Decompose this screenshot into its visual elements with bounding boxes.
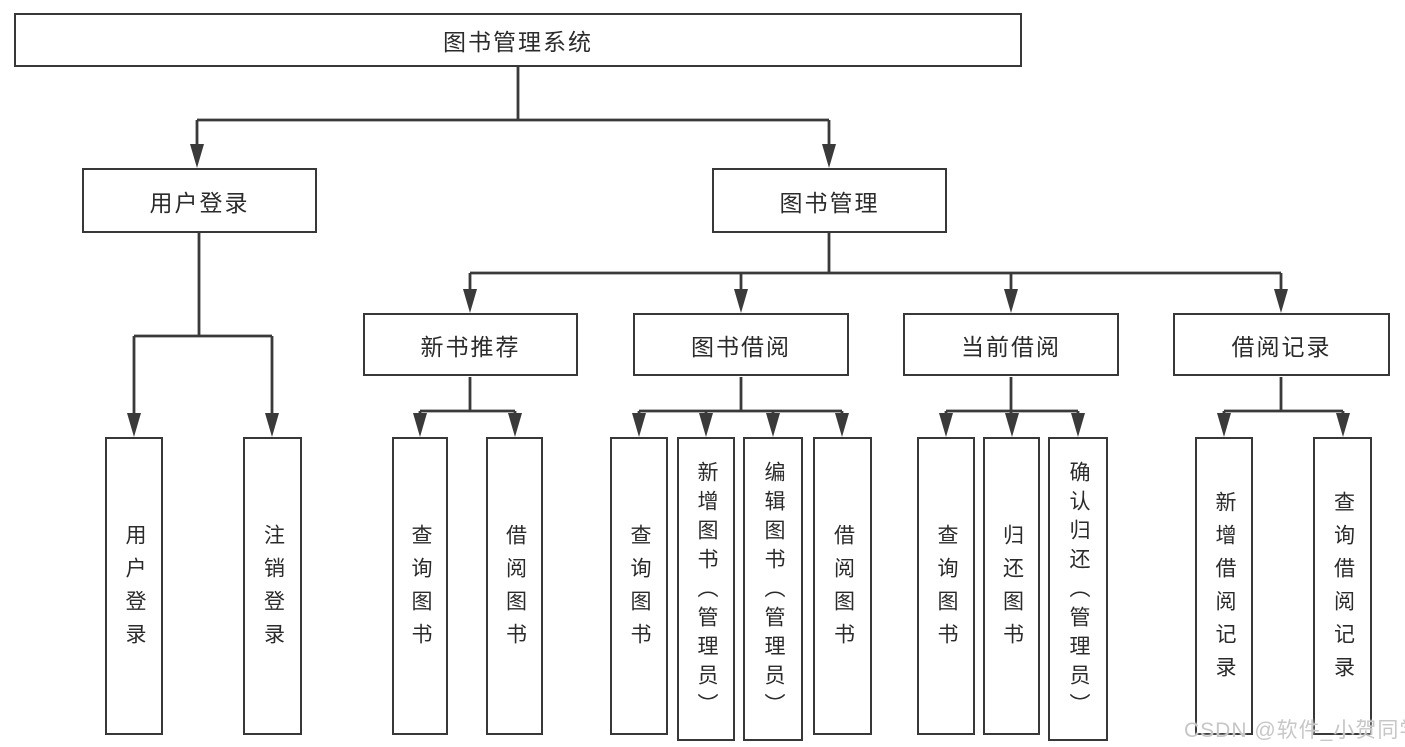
node-current-borrow: 当前借阅 [903, 313, 1119, 376]
node-book-borrow: 图书借阅 [633, 313, 849, 376]
node-new-book-recommend: 新书推荐 [363, 313, 578, 376]
connector-book-borrow-children [632, 377, 849, 437]
node-query-books-borrow: 查询图书 [610, 437, 668, 735]
node-borrow-records: 借阅记录 [1173, 313, 1390, 376]
node-book-mgmt: 图书管理 [712, 168, 947, 233]
connector-current-borrow-children [939, 377, 1085, 437]
connector-book-mgmt-to-sections [463, 233, 1288, 313]
node-borrow-books-recommend: 借阅图书 [486, 437, 543, 735]
node-user-login: 用户登录 [82, 168, 317, 233]
node-edit-books-admin: 编辑图书（管理员） [743, 437, 803, 741]
node-confirm-return-admin: 确认归还（管理员） [1048, 437, 1108, 741]
connector-root-to-level2 [190, 67, 836, 168]
node-add-borrow-record: 新增借阅记录 [1195, 437, 1253, 735]
node-user-login-leaf: 用户登录 [105, 437, 163, 735]
node-borrow-books-leaf: 借阅图书 [813, 437, 872, 735]
node-query-books-current: 查询图书 [917, 437, 975, 735]
connector-new-book-recommend-children [413, 377, 522, 437]
connector-user-login-to-children [127, 233, 279, 437]
node-root: 图书管理系统 [14, 13, 1022, 67]
connector-borrow-records-children [1217, 377, 1350, 437]
node-add-books-admin: 新增图书（管理员） [677, 437, 735, 741]
node-return-books: 归还图书 [983, 437, 1040, 735]
node-query-books-recommend: 查询图书 [392, 437, 448, 735]
node-logout-leaf: 注销登录 [243, 437, 302, 735]
csdn-watermark: CSDN @软件_小贺同学 [1184, 719, 1405, 742]
node-query-borrow-record: 查询借阅记录 [1313, 437, 1372, 735]
